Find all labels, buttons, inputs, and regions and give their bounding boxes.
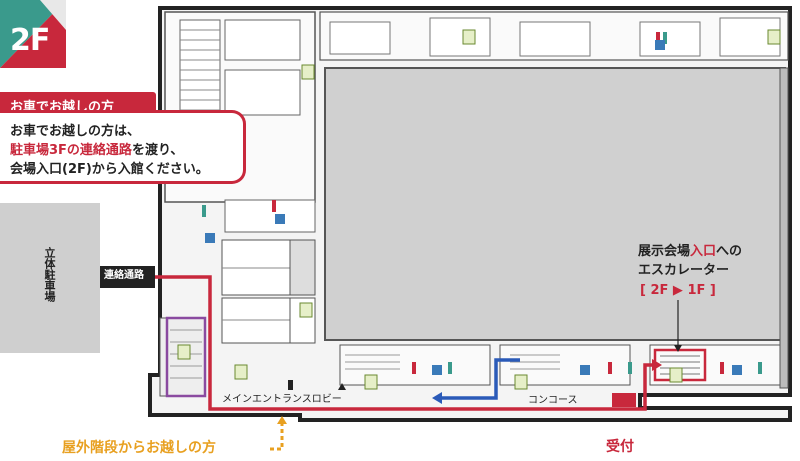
reception-desk — [612, 393, 636, 407]
escalator-callout-line1-b: への — [716, 244, 743, 259]
car-callout-box: お車でお越しの方は、 駐車場3Fの連絡通路を渡り、 会場入口(2F)から入館くだ… — [0, 110, 246, 184]
east-wall-strip — [779, 67, 789, 389]
left-stair-steps — [170, 329, 202, 379]
lobby-triangle — [338, 383, 346, 390]
north-room-2 — [429, 17, 491, 57]
car-callout-line2: 駐車場3Fの連絡通路を渡り、 — [10, 141, 243, 160]
route-outdoor-stairs — [270, 420, 284, 451]
escalator-callout-line2: エスカレーター — [638, 263, 730, 278]
escalator-callout-line1-a: 展示会場 — [638, 244, 691, 259]
reception-label: 受付 — [606, 439, 634, 455]
gender-restroom-markers — [202, 32, 762, 374]
car-callout-line2-rest: を渡り、 — [131, 143, 184, 158]
car-callout-line1: お車でお越しの方は、 — [10, 124, 141, 139]
car-callout-line2-red: 駐車場3Fの連絡通路 — [10, 143, 132, 158]
outdoor-stairs-label: 屋外階段からお越しの方 — [62, 440, 216, 456]
concourse-label: コンコース — [528, 395, 578, 406]
exhibition-hall — [324, 67, 786, 341]
connector-passage — [100, 266, 155, 288]
connector-label: 連絡通路 — [104, 270, 144, 281]
north-room-1 — [329, 21, 391, 55]
west-room-b — [224, 69, 301, 116]
south-stair-lines — [345, 354, 560, 370]
purple-stair-highlight — [165, 316, 207, 398]
north-room-4 — [639, 21, 701, 57]
parking-structure — [0, 203, 100, 353]
route-blue — [440, 358, 520, 400]
main-lobby-label: メインエントランスロビー — [222, 394, 342, 405]
floor-badge-label: 2F — [10, 23, 50, 58]
accessible-restroom-markers — [205, 40, 742, 375]
parking-label: 立体駐車場 — [43, 247, 56, 302]
escalator-callout-line3: [ 2F ▶ 1F ] — [640, 283, 716, 298]
west-room-a — [224, 19, 301, 61]
escalator-callout-line1-red: 入口 — [690, 244, 717, 259]
route-blue-arrowhead — [432, 392, 442, 404]
restroom-block-west — [224, 199, 316, 233]
floor-badge — [0, 0, 66, 68]
north-room-3 — [519, 21, 591, 57]
route-car-to-escalator — [155, 275, 655, 411]
escalator-callout-line1: 展示会場入口への — [638, 245, 742, 258]
car-callout-line3: 会場入口(2F)から入館ください。 — [10, 162, 209, 177]
route-outdoor-arrowhead — [277, 416, 287, 424]
lobby-marker — [288, 380, 293, 390]
route-arrowhead — [652, 359, 662, 371]
center-stair — [289, 239, 316, 296]
restroom-icons — [177, 29, 781, 390]
